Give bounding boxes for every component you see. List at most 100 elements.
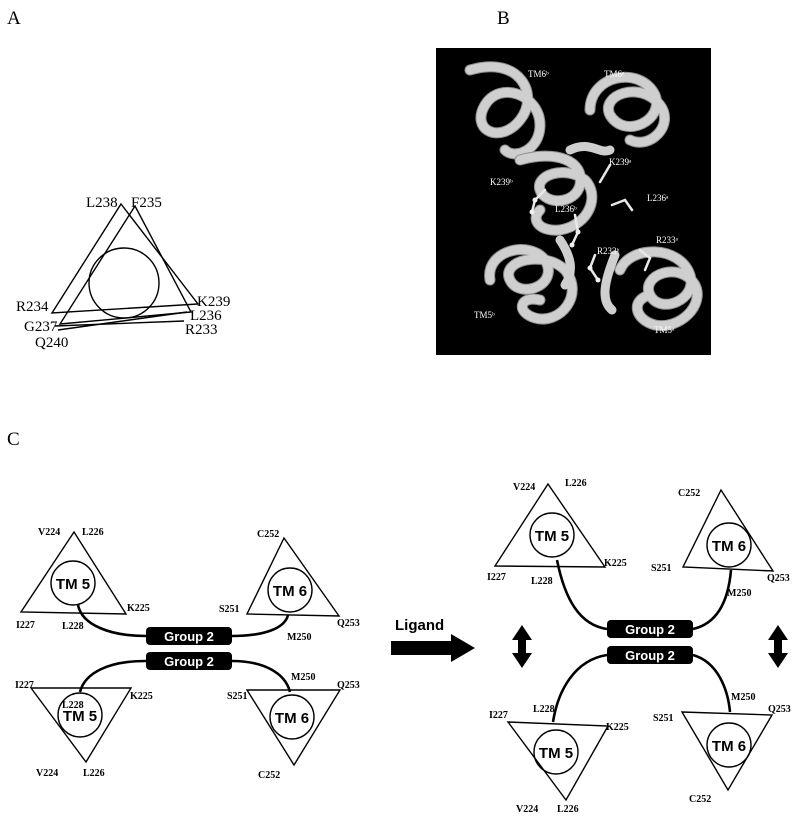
group2-label-lower-r: Group 2 [625,648,675,663]
panel-c: C TM 5 V224 L226 I227 K225 L228 TM 6 C25… [7,429,791,815]
res-k225-c2: K225 [130,691,153,702]
label-r233a: R233ᵃ [656,235,679,245]
connector-lower-right [231,659,292,693]
connector-upper-right [231,614,290,638]
group2-box-upper-r [607,620,693,638]
tm5-label-lower: TM 5 [63,708,97,725]
group2-label-upper: Group 2 [164,629,214,644]
tm6-circle-upper [267,567,313,613]
panel-b-letter: B [497,8,510,29]
residue-r234: R234 [16,299,49,315]
tm5-label-lower-r: TM 5 [539,745,573,762]
res-c252-c1: C252 [257,529,279,540]
tm6-label-lower-r: TM 6 [712,738,746,755]
ligand-arrow-icon [391,634,475,662]
connector-upper-right-r [692,569,733,631]
panel-b: B [436,8,711,355]
res-i227-c4: I227 [489,710,508,721]
tm6-label-upper-r: TM 6 [712,538,746,555]
res-l228-c3: L228 [531,576,553,587]
res-c252-c3: C252 [678,488,700,499]
label-tm6a: TM6ᵃ [604,69,625,79]
double-arrow-right-icon [768,625,788,668]
res-s251-c4: S251 [653,713,674,724]
state-after-ligand: TM 5 V224 L226 I227 K225 L228 TM 6 C252 … [487,478,791,815]
tm5-triangle-lower-r [506,721,610,802]
residue-g237: G237 [24,319,58,335]
res-q253-c1: Q253 [337,618,360,629]
tm5-label-upper-r: TM 5 [535,528,569,545]
tm6-circle-lower [269,694,315,740]
helix-line [57,311,188,331]
label-l236b: L236ᵇ [555,204,577,214]
res-s251-c3: S251 [651,563,672,574]
residue-k239: K239 [197,294,230,310]
residue-f235: F235 [131,195,162,211]
tm5-circle-lower [57,692,103,738]
res-m250-c1: M250 [287,632,311,643]
tm6-triangle-upper [245,536,341,617]
res-m250-c4: M250 [731,692,755,703]
helical-wheel [50,202,200,331]
res-s251-c2: S251 [227,691,248,702]
residue-l238: L238 [86,195,118,211]
tm5-circle-upper [50,560,96,606]
res-l228-c4: L228 [533,704,555,715]
helix-triangle-1 [50,202,200,314]
group2-box-lower-r [607,646,693,664]
res-v224-c1: V224 [38,527,60,538]
res-i227-c3: I227 [487,572,506,583]
res-l228-c1: L228 [62,621,84,632]
tm6-triangle-upper-r [681,488,775,572]
tm5-label-upper: TM 5 [56,576,90,593]
helix-line-2 [54,320,185,327]
res-i227-c1: I227 [16,620,35,631]
connector-lower-left-r [551,653,608,723]
residue-l236: L236 [190,308,222,324]
group2-box-upper [146,627,232,645]
protein-ribbon [464,61,703,332]
helix-triangle-2 [58,204,193,325]
group2-label-upper-r: Group 2 [625,622,675,637]
tm5-triangle-upper-r [493,482,607,568]
res-k225-c3: K225 [604,558,627,569]
tm5-triangle-lower [29,687,133,764]
panel-a: A L238 F235 R234 G237 Q240 K239 L236 R23… [7,8,230,351]
tm6-label-lower: TM 6 [275,710,309,727]
connector-lower-left [78,659,147,693]
panel-a-letter: A [7,8,21,29]
tm6-label-upper: TM 6 [273,583,307,600]
label-r233b: R233ᵇ [597,246,620,256]
tm5-circle-lower-r [533,729,579,775]
label-k239b: K239ᵇ [490,177,513,187]
label-tm5a: TM5ᵃ [654,325,675,335]
connector-lower-right-r [692,653,732,713]
group2-box-lower [146,652,232,670]
tm5-triangle-upper [19,530,128,615]
state-before-ligand: TM 5 V224 L226 I227 K225 L228 TM 6 C252 … [15,527,360,781]
res-i227-c2: I227 [15,680,34,691]
panel-c-letter: C [7,429,20,450]
res-v224-c3: V224 [513,482,535,493]
res-m250-c3: M250 [727,588,751,599]
residue-r233: R233 [185,322,218,338]
residue-q240: Q240 [35,335,68,351]
connector-upper-left [76,604,147,638]
res-c252-c2: C252 [258,770,280,781]
label-k239a: K239ᵃ [609,157,632,167]
tm6-triangle-lower [245,689,342,767]
res-v224-c4: V224 [516,804,538,815]
connector-upper-left-r [555,559,608,631]
res-l228-c2: L228 [62,700,84,711]
res-k225-c4: K225 [606,722,629,733]
tm6-circle-lower-r [706,722,752,768]
res-v224-c2: V224 [36,768,58,779]
label-tm5b: TM5ᵇ [474,310,495,320]
ligand-transition: Ligand [391,617,475,662]
res-q253-c2: Q253 [337,680,360,691]
res-c252-c4: C252 [689,794,711,805]
label-l236a: L236ᵃ [647,193,669,203]
res-q253-c3: Q253 [767,573,790,584]
res-q253-c4: Q253 [768,704,791,715]
